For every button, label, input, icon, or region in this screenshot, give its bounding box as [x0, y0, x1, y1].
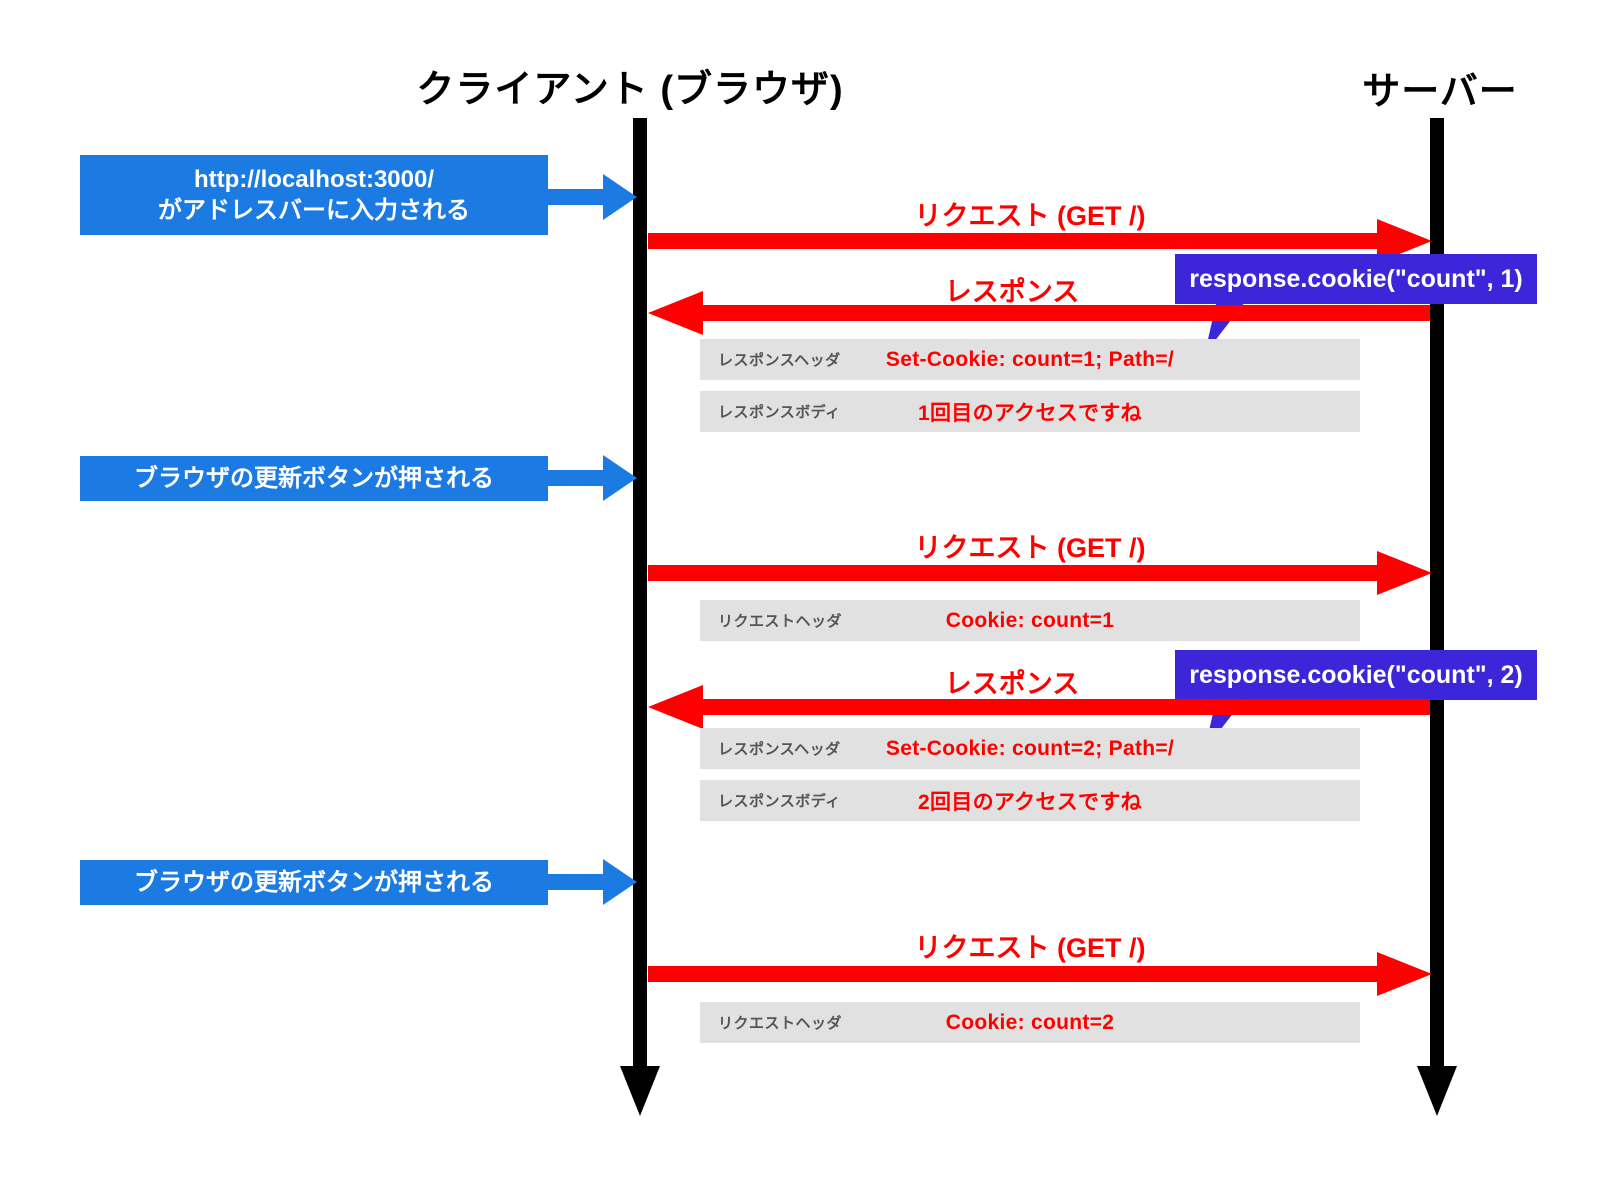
event3-arrow-icon — [603, 859, 637, 905]
client-lifeline — [633, 118, 647, 1068]
event2-arrow-shaft — [548, 470, 603, 486]
request3-header-label: リクエストヘッダ — [718, 1015, 843, 1032]
response1-body-value: 1回目のアクセスですね — [918, 401, 1142, 425]
response2-arrow-shaft — [700, 699, 1430, 715]
event1-arrow-icon — [603, 174, 637, 220]
event-refresh-1-text: ブラウザの更新ボタンが押される — [134, 464, 494, 492]
request3-header-value: Cookie: count=2 — [945, 1010, 1115, 1034]
request2-label: リクエスト (GET /) — [914, 533, 1146, 563]
request2-header-label: リクエストヘッダ — [718, 613, 843, 630]
event-url-line1: http://localhost:3000/ — [193, 165, 435, 193]
response2-body-label: レスポンスボディ — [718, 793, 841, 810]
response1-header-row: レスポンスヘッダ Set-Cookie: count=1; Path=/ — [700, 339, 1360, 380]
response1-body-row: レスポンスボディ 1回目のアクセスですね — [700, 391, 1360, 432]
server-lifeline — [1430, 118, 1444, 1068]
request2-header-row: リクエストヘッダ Cookie: count=1 — [700, 600, 1360, 641]
request2-arrow-shaft — [648, 565, 1378, 581]
response1-label: レスポンス — [944, 277, 1080, 307]
client-lifeline-arrow-icon — [620, 1066, 660, 1116]
response2-label: レスポンス — [944, 669, 1080, 699]
event-refresh-2: ブラウザの更新ボタンが押される — [80, 860, 548, 905]
response1-body-label: レスポンスボディ — [718, 404, 841, 421]
response2-header-row: レスポンスヘッダ Set-Cookie: count=2; Path=/ — [700, 728, 1360, 769]
client-lifeline-title: クライアント (ブラウザ) — [416, 69, 844, 111]
response1-arrow-shaft — [700, 305, 1430, 321]
server-lifeline-arrow-icon — [1417, 1066, 1457, 1116]
response2-body-row: レスポンスボディ 2回目のアクセスですね — [700, 780, 1360, 821]
response2-header-value: Set-Cookie: count=2; Path=/ — [885, 736, 1175, 760]
request3-arrow-icon — [1377, 952, 1432, 996]
event2-arrow-icon — [603, 455, 637, 501]
request3-header-row: リクエストヘッダ Cookie: count=2 — [700, 1002, 1360, 1043]
response1-arrow-icon — [648, 291, 703, 335]
server-lifeline-title: サーバー — [1362, 71, 1518, 113]
request1-label: リクエスト (GET /) — [914, 201, 1146, 231]
event-refresh-1: ブラウザの更新ボタンが押される — [80, 456, 548, 501]
event3-arrow-shaft — [548, 874, 603, 890]
callout-set-cookie-1: response.cookie("count", 1) — [1175, 254, 1537, 304]
event1-arrow-shaft — [548, 189, 603, 205]
request2-header-value: Cookie: count=1 — [945, 608, 1115, 632]
request3-label: リクエスト (GET /) — [914, 933, 1146, 963]
response1-header-value: Set-Cookie: count=1; Path=/ — [885, 347, 1175, 371]
response2-arrow-icon — [648, 685, 703, 729]
response2-header-label: レスポンスヘッダ — [718, 741, 841, 758]
event-url-entered: http://localhost:3000/ がアドレスバーに入力される — [80, 155, 548, 235]
request1-arrow-shaft — [648, 233, 1378, 249]
response1-header-label: レスポンスヘッダ — [718, 352, 841, 369]
event-refresh-2-text: ブラウザの更新ボタンが押される — [134, 868, 494, 896]
callout-set-cookie-2: response.cookie("count", 2) — [1175, 650, 1537, 700]
request3-arrow-shaft — [648, 966, 1378, 982]
event-url-line2: がアドレスバーに入力される — [158, 197, 470, 224]
request2-arrow-icon — [1377, 551, 1432, 595]
response2-body-value: 2回目のアクセスですね — [918, 790, 1142, 814]
